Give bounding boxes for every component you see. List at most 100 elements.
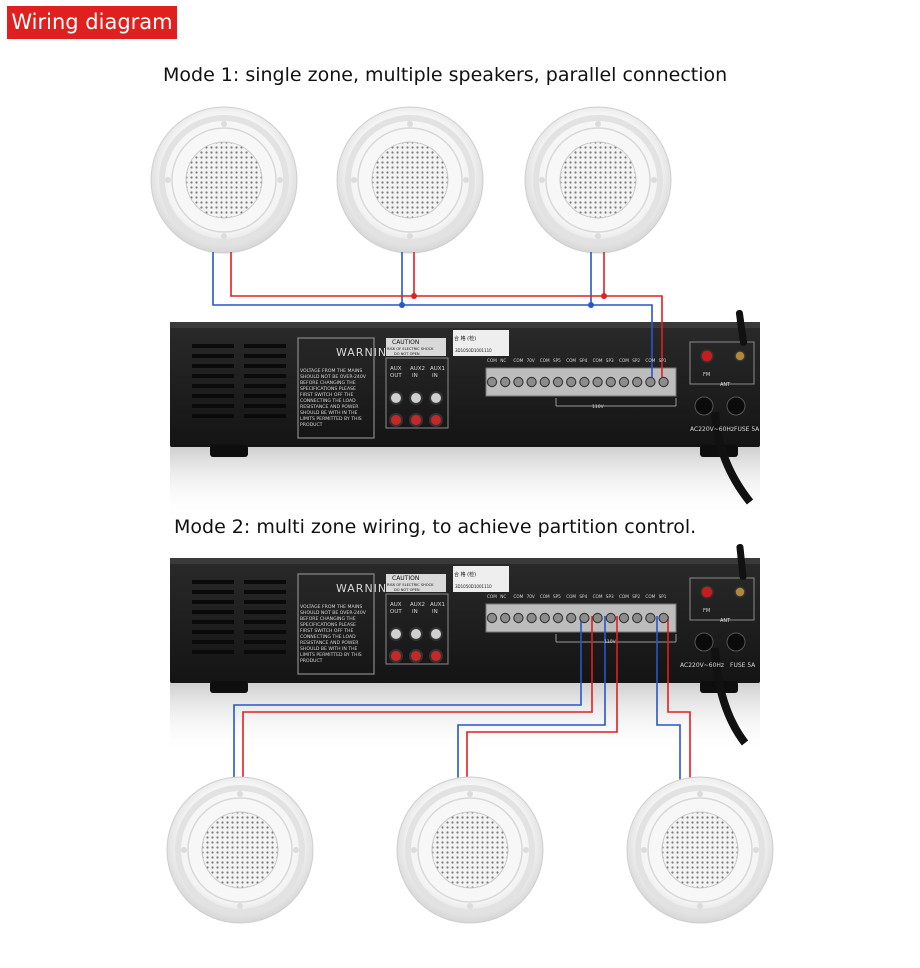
svg-text:AUX: AUX	[390, 602, 402, 608]
svg-text:ANT: ANT	[720, 382, 731, 388]
svg-text:FUSE 5A: FUSE 5A	[730, 662, 756, 669]
screw-terminal	[618, 376, 630, 388]
screw-terminal	[579, 612, 590, 624]
screw-terminal	[513, 376, 524, 388]
mode-1-amplifier	[169, 310, 761, 518]
svg-text:FM: FM	[703, 372, 710, 378]
screw-terminal	[552, 376, 564, 388]
svg-text:3D1050D1001110: 3D1050D1001110	[455, 584, 492, 589]
screw-terminal	[566, 376, 577, 388]
svg-text:IN: IN	[412, 373, 418, 379]
svg-text:DO NOT OPEN: DO NOT OPEN	[394, 352, 420, 356]
speaker	[525, 107, 671, 253]
svg-text:AUX2: AUX2	[410, 602, 425, 608]
svg-text:AC220V~60Hz: AC220V~60Hz	[690, 426, 734, 433]
screw-terminal	[618, 612, 630, 624]
rca-jack	[389, 649, 403, 663]
terminal-label: SP4	[579, 358, 587, 363]
screw-terminal	[645, 612, 656, 624]
amp-2-labels: WARNING: VOLTAGE FROM THE MAINS SHOULD N…	[300, 571, 756, 669]
screw-terminal	[486, 376, 498, 388]
svg-text:PRODUCT: PRODUCT	[300, 658, 323, 664]
terminal-label: COM	[540, 358, 550, 363]
terminal-label: COM	[513, 594, 523, 599]
screw-terminal	[513, 612, 524, 624]
terminal-label: SP1	[659, 594, 667, 599]
svg-text:OUT: OUT	[390, 609, 402, 615]
screw-terminal	[486, 612, 498, 624]
svg-text:PRODUCT: PRODUCT	[300, 422, 323, 428]
svg-text:CAUTION: CAUTION	[392, 575, 419, 582]
terminal-label: 70V	[527, 358, 535, 363]
svg-text:FM: FM	[703, 608, 710, 614]
mode-2-speakers	[167, 777, 773, 923]
svg-text:FUSE 5A: FUSE 5A	[734, 426, 760, 433]
svg-text:FIRST SWITCH OFF THE: FIRST SWITCH OFF THE	[300, 628, 353, 634]
terminal-label: SP5	[553, 358, 561, 363]
terminal-label: COM	[619, 594, 629, 599]
speaker	[167, 777, 313, 923]
svg-text:BEFORE CHANGING THE: BEFORE CHANGING THE	[300, 616, 356, 622]
mode-1-speakers	[151, 107, 671, 253]
terminal-label: SP3	[606, 358, 614, 363]
svg-text:合 格 (检): 合 格 (检)	[454, 571, 476, 578]
svg-text:SPECIFICATIONS PLEASE: SPECIFICATIONS PLEASE	[300, 386, 356, 392]
terminal-label: COM	[593, 358, 603, 363]
screw-terminal	[592, 612, 603, 624]
svg-text:WARNING:: WARNING:	[336, 582, 401, 595]
rca-jack	[389, 627, 403, 641]
svg-text:RESISTANCE AND POWER: RESISTANCE AND POWER	[300, 640, 359, 646]
screw-terminal	[592, 376, 603, 388]
terminal-label: COM	[487, 594, 497, 599]
svg-text:SHOULD BE WITH IN THE: SHOULD BE WITH IN THE	[300, 646, 358, 652]
svg-text:BEFORE CHANGING THE: BEFORE CHANGING THE	[300, 380, 356, 386]
mode-1-wiring	[212, 252, 663, 378]
terminal-label: SP3	[606, 594, 614, 599]
svg-text:AUX1: AUX1	[430, 602, 445, 608]
svg-text:SHOULD NOT BE OVER-240V: SHOULD NOT BE OVER-240V	[300, 374, 367, 380]
terminal-label: 70V	[527, 594, 535, 599]
screw-terminal	[605, 376, 617, 388]
mode-2-wiring	[233, 616, 691, 782]
rca-jack	[429, 627, 443, 641]
screw-terminal	[566, 612, 577, 624]
svg-text:DO NOT OPEN: DO NOT OPEN	[394, 588, 420, 592]
speaker	[627, 777, 773, 923]
terminal-label: COM	[619, 358, 629, 363]
terminal-label: SP1	[659, 358, 667, 363]
speaker	[151, 107, 297, 253]
screw-terminal	[579, 376, 590, 388]
svg-text:RISK OF ELECTRIC SHOCK: RISK OF ELECTRIC SHOCK	[387, 347, 434, 351]
terminal-label: COM	[566, 594, 576, 599]
rca-jack	[409, 627, 423, 641]
svg-text:OUT: OUT	[390, 373, 402, 379]
screw-terminal	[526, 612, 537, 624]
mode-2-amplifier	[169, 543, 761, 754]
svg-text:IN: IN	[432, 609, 438, 615]
svg-text:FIRST SWITCH OFF THE: FIRST SWITCH OFF THE	[300, 392, 353, 398]
svg-text:AUX1: AUX1	[430, 366, 445, 372]
amp-1-labels: WARNING: VOLTAGE FROM THE MAINS SHOULD N…	[300, 335, 760, 433]
svg-text:VOLTAGE FROM THE MAINS: VOLTAGE FROM THE MAINS	[300, 368, 362, 374]
screw-terminal	[658, 376, 669, 388]
terminal-label: COM	[487, 358, 497, 363]
terminal-label: COM	[566, 358, 576, 363]
speaker	[337, 107, 483, 253]
svg-text:ANT: ANT	[720, 618, 731, 624]
diagram-title-badge: Wiring diagram	[7, 6, 177, 39]
terminal-label: COM	[645, 358, 655, 363]
mode-1-heading: Mode 1: single zone, multiple speakers, …	[163, 64, 728, 86]
svg-text:LIMITS PERMITTED BY THIS: LIMITS PERMITTED BY THIS	[300, 416, 362, 422]
terminal-label: SP4	[579, 594, 587, 599]
screw-terminal	[658, 612, 669, 624]
mode-2-heading: Mode 2: multi zone wiring, to achieve pa…	[174, 516, 697, 538]
svg-text:CONNECTING THE LOAD: CONNECTING THE LOAD	[300, 398, 356, 404]
terminal-label: SP2	[632, 358, 640, 363]
svg-text:RESISTANCE AND POWER: RESISTANCE AND POWER	[300, 404, 359, 410]
svg-text:CAUTION: CAUTION	[392, 339, 419, 346]
terminal-label: COM	[513, 358, 523, 363]
screw-terminal	[539, 376, 551, 388]
rca-jack	[389, 413, 403, 427]
screw-terminal	[500, 612, 511, 624]
